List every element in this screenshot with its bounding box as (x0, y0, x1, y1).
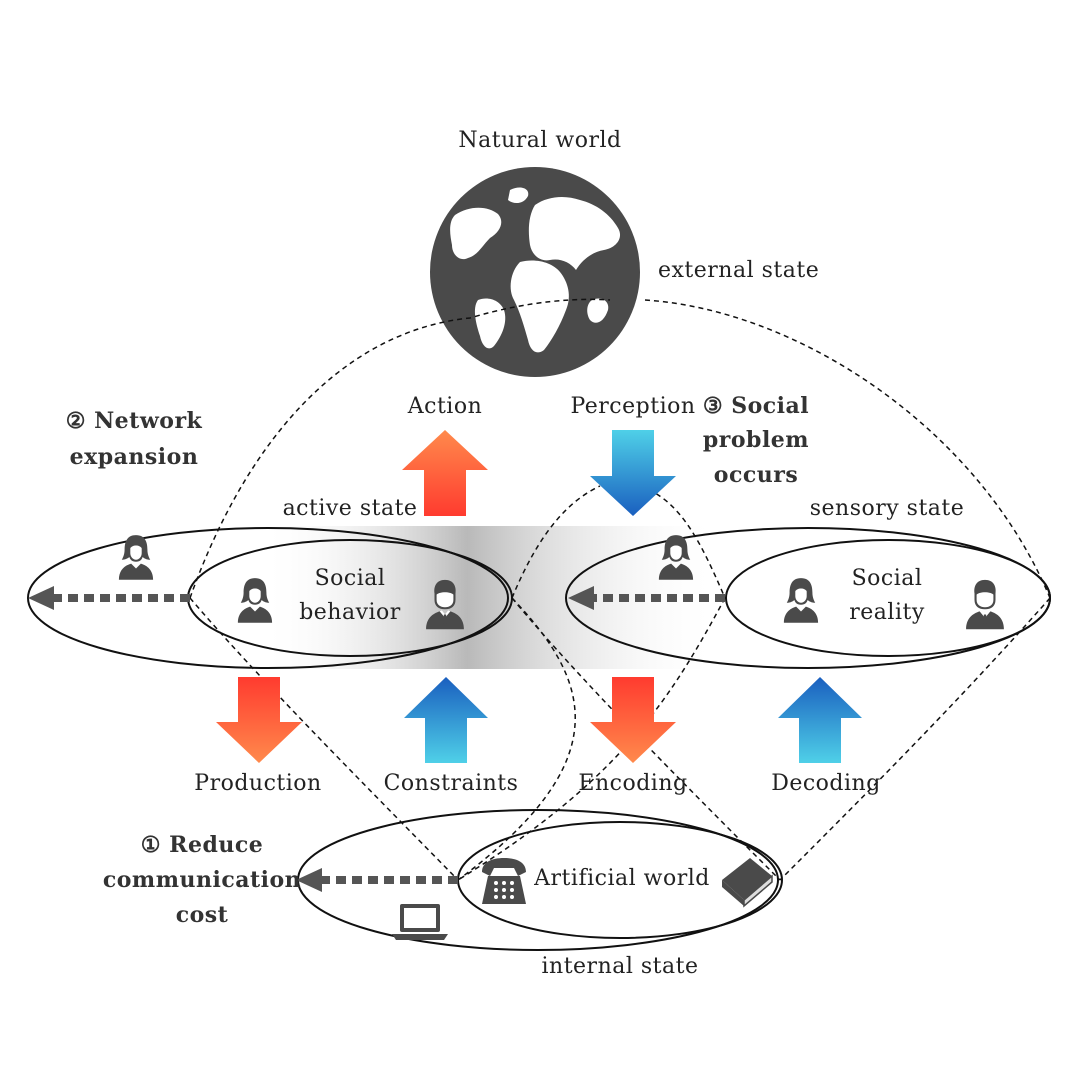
decoding-arrow (778, 677, 862, 763)
production-label: Production (194, 771, 322, 796)
person-male-icon (966, 579, 1004, 630)
decoding-label: Decoding (771, 771, 881, 796)
reduce-cost-label-3: cost (175, 902, 229, 928)
social-reality-ellipse (725, 539, 1051, 657)
network-expansion-label-1: ② Network (65, 408, 203, 434)
person-female-icon (783, 578, 819, 623)
reduce-cost-label-2: communication (102, 867, 302, 893)
dotted-arrow-bottom (296, 868, 458, 892)
telephone-icon (482, 858, 526, 904)
encoding-arrow (590, 677, 676, 763)
book-icon (722, 858, 773, 908)
reduce-cost-label-1: ① Reduce (140, 832, 264, 858)
social-reality-label-2: reality (849, 600, 925, 625)
active-state-label: active state (282, 496, 418, 521)
laptop-icon (392, 904, 448, 940)
internal-state-label: internal state (541, 954, 699, 979)
social-problem-label-3: occurs (713, 462, 799, 488)
social-problem-label-1: ③ Social (702, 393, 810, 419)
dotted-arrow-right (568, 586, 725, 610)
perception-label: Perception (570, 394, 696, 419)
social-behavior-label-2: behavior (299, 600, 401, 625)
social-problem-label-2: problem (702, 427, 810, 453)
external-state-label: external state (658, 258, 820, 283)
natural-world-label: Natural world (458, 128, 622, 153)
constraints-arrow (404, 677, 488, 763)
perception-arrow (590, 430, 676, 516)
dotted-arrow-left (28, 586, 190, 610)
constraints-label: Constraints (383, 771, 519, 796)
artificial-world-label: Artificial world (534, 866, 710, 891)
social-reality-label-1: Social (851, 566, 923, 591)
action-label: Action (407, 394, 483, 419)
globe-icon (430, 167, 640, 377)
production-arrow (216, 677, 302, 763)
action-arrow (402, 430, 488, 516)
sensory-state-label: sensory state (809, 496, 965, 521)
encoding-label: Encoding (578, 771, 688, 796)
network-expansion-label-2: expansion (69, 444, 199, 470)
social-behavior-label-1: Social (314, 566, 386, 591)
